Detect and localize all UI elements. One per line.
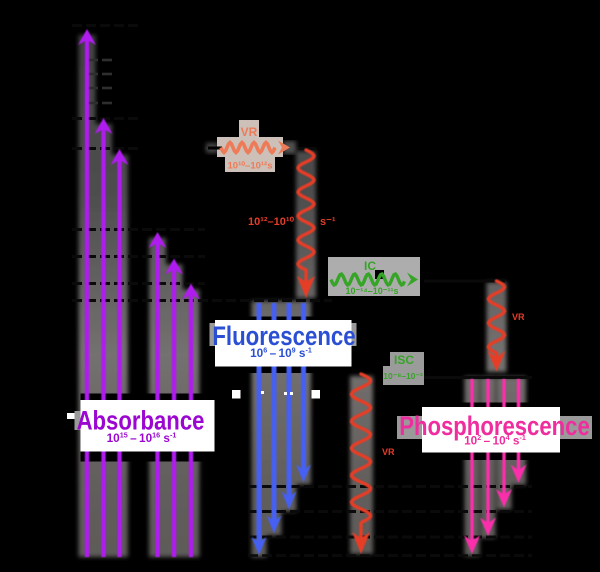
- svg-text:VR: VR: [382, 447, 395, 457]
- svg-text:102 – 104 s-1: 102 – 104 s-1: [464, 433, 526, 448]
- svg-text:10¹²–10¹⁰: 10¹²–10¹⁰: [248, 216, 295, 228]
- svg-text:Phosphorescence: Phosphorescence: [399, 412, 590, 442]
- svg-text:106 – 109 s-1: 106 – 109 s-1: [250, 346, 312, 361]
- svg-text:1015 – 1016 s-1: 1015 – 1016 s-1: [107, 431, 177, 446]
- svg-text:10¹⁰–10¹²s: 10¹⁰–10¹²s: [228, 161, 273, 172]
- svg-text:10⁻⁸–10⁻³: 10⁻⁸–10⁻³: [383, 371, 423, 381]
- svg-text:Absorbance: Absorbance: [77, 406, 205, 436]
- svg-text:s⁻¹: s⁻¹: [320, 216, 336, 228]
- svg-text:10⁻¹⁴–10⁻¹¹s: 10⁻¹⁴–10⁻¹¹s: [346, 286, 399, 296]
- svg-text:Fluorescence: Fluorescence: [212, 322, 355, 351]
- svg-text:VR: VR: [241, 125, 258, 139]
- svg-text:ISC: ISC: [394, 353, 414, 367]
- svg-text:VR: VR: [512, 312, 525, 322]
- svg-text:IC: IC: [364, 259, 376, 273]
